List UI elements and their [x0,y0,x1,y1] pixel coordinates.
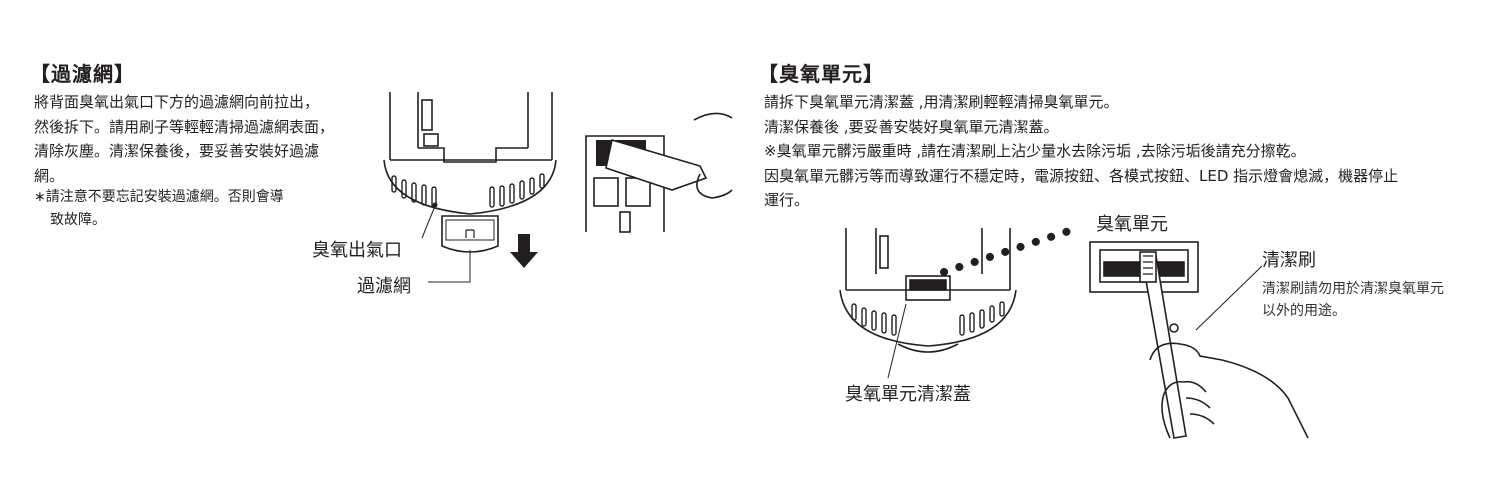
filter-line-2: 然後拆下。請用刷子等輕輕清掃過濾網表面， [34,117,335,136]
brush-label: 清潔刷 [1262,250,1316,271]
ozone-unit-label: 臭氧單元 [1096,214,1168,235]
brush-usage-note: 清潔刷請勿用於清潔臭氧單元 以外的用途。 [1262,278,1444,322]
outlet-label: 臭氧出氣口 [312,240,402,261]
arrow-down-icon [510,234,538,268]
filter-note-line-2: 致故障。 [50,212,106,228]
ozone-line-5: 運行。 [764,191,810,209]
ozone-unit-magnified [1089,241,1309,439]
filter-line-3: 清除灰塵。清潔保養後，要妥善安裝好過濾 [34,142,320,160]
pulled-filter [441,215,499,253]
ozone-section-title: 【臭氧單元】 [758,62,884,86]
filter-instructions: 將背面臭氧出氣口下方的過濾網向前拉出， 然後拆下。請用刷子等輕輕清掃過濾網表面，… [34,90,334,188]
brush-note-line-1: 清潔刷請勿用於清潔臭氧單元 [1262,281,1444,297]
ozone-line-1: 請拆下臭氧單元清潔蓋 ,用清潔刷輕輕清掃臭氧單元。 [764,93,1119,111]
filter-brush-detail [585,112,733,233]
filter-line-4: 網。 [34,166,65,185]
brush-note-line-2: 以外的用途。 [1262,303,1346,319]
dotted-connector [940,224,1082,276]
vent-slits [391,173,545,208]
filter-note-line-1: ∗請注意不要忘記安裝過濾網。否則會導 [34,189,284,205]
ozone-vent-slits [851,301,1005,336]
filter-line-1: 將背面臭氧出氣口下方的過濾網向前拉出， [34,93,320,111]
ozone-line-3: ※臭氧單元髒污嚴重時 ,請在清潔刷上沾少量水去除污垢 ,去除污垢後請充分擦乾。 [764,142,1306,160]
ozone-line-4: 因臭氧單元髒污等而導致運行不穩定時，電源按鈕、各模式按鈕、LED 指示燈會熄滅，… [764,166,1399,185]
ozone-line-2: 清潔保養後 ,要妥善安裝好臭氧單元清潔蓋。 [764,117,1059,136]
filter-section-title: 【過濾網】 [30,62,135,86]
filter-label: 過濾網 [357,276,411,297]
ozone-instructions: 請拆下臭氧單元清潔蓋 ,用清潔刷輕輕清掃臭氧單元。 清潔保養後 ,要妥善安裝好臭… [764,90,1398,213]
ozone-cover-label: 臭氧單元清潔蓋 [845,384,971,405]
filter-caution-note: ∗請注意不要忘記安裝過濾網。否則會導 致故障。 [34,186,284,232]
